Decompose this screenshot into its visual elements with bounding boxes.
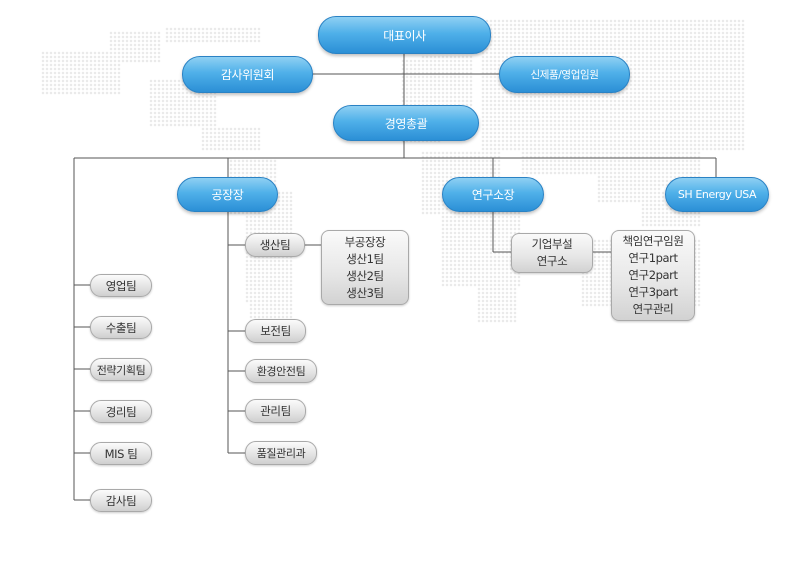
research-role-management: 연구관리 xyxy=(632,302,674,316)
research-role-part-2: 연구2part xyxy=(628,268,678,282)
factory-manager-node: 공장장 xyxy=(177,177,278,212)
ceo-node: 대표이사 xyxy=(318,16,491,54)
research-unit-line-1: 기업부설 xyxy=(531,237,573,251)
subunit-production-3: 생산3팀 xyxy=(346,285,384,300)
new-product-exec-node: 신제품/영업임원 xyxy=(499,56,630,93)
subunit-production-2: 생산2팀 xyxy=(346,268,384,283)
production-subunits-box: 부공장장 생산1팀 생산2팀 생산3팀 xyxy=(321,230,409,305)
research-unit-line-2: 연구소 xyxy=(536,254,568,268)
team-env-safety: 환경안전팀 xyxy=(245,359,317,383)
research-role-chief: 책임연구임원 xyxy=(622,234,684,248)
team-management: 관리팀 xyxy=(245,399,306,423)
research-role-part-3: 연구3part xyxy=(628,285,678,299)
corporate-research-lab-box: 기업부설 연구소 xyxy=(511,233,593,273)
team-strategy: 전략기획팀 xyxy=(90,358,152,381)
audit-committee-node: 감사위원회 xyxy=(182,56,313,93)
research-director-node: 연구소장 xyxy=(442,177,544,212)
team-mis: MIS 팀 xyxy=(90,442,152,465)
team-production: 생산팀 xyxy=(245,233,305,257)
team-sales: 영업팀 xyxy=(90,274,152,297)
team-accounting: 경리팀 xyxy=(90,400,152,423)
team-quality: 품질관리과 xyxy=(245,441,317,465)
subunit-deputy-factory-manager: 부공장장 xyxy=(344,234,386,249)
research-roles-box: 책임연구임원 연구1part 연구2part 연구3part 연구관리 xyxy=(611,230,695,321)
sh-energy-usa-node: SH Energy USA xyxy=(665,177,769,212)
research-role-part-1: 연구1part xyxy=(628,251,678,265)
subunit-production-1: 생산1팀 xyxy=(346,251,384,266)
team-export: 수출팀 xyxy=(90,316,152,339)
team-maintenance: 보전팀 xyxy=(245,319,306,343)
general-manager-node: 경영총괄 xyxy=(333,105,479,141)
team-audit: 감사팀 xyxy=(90,489,152,512)
